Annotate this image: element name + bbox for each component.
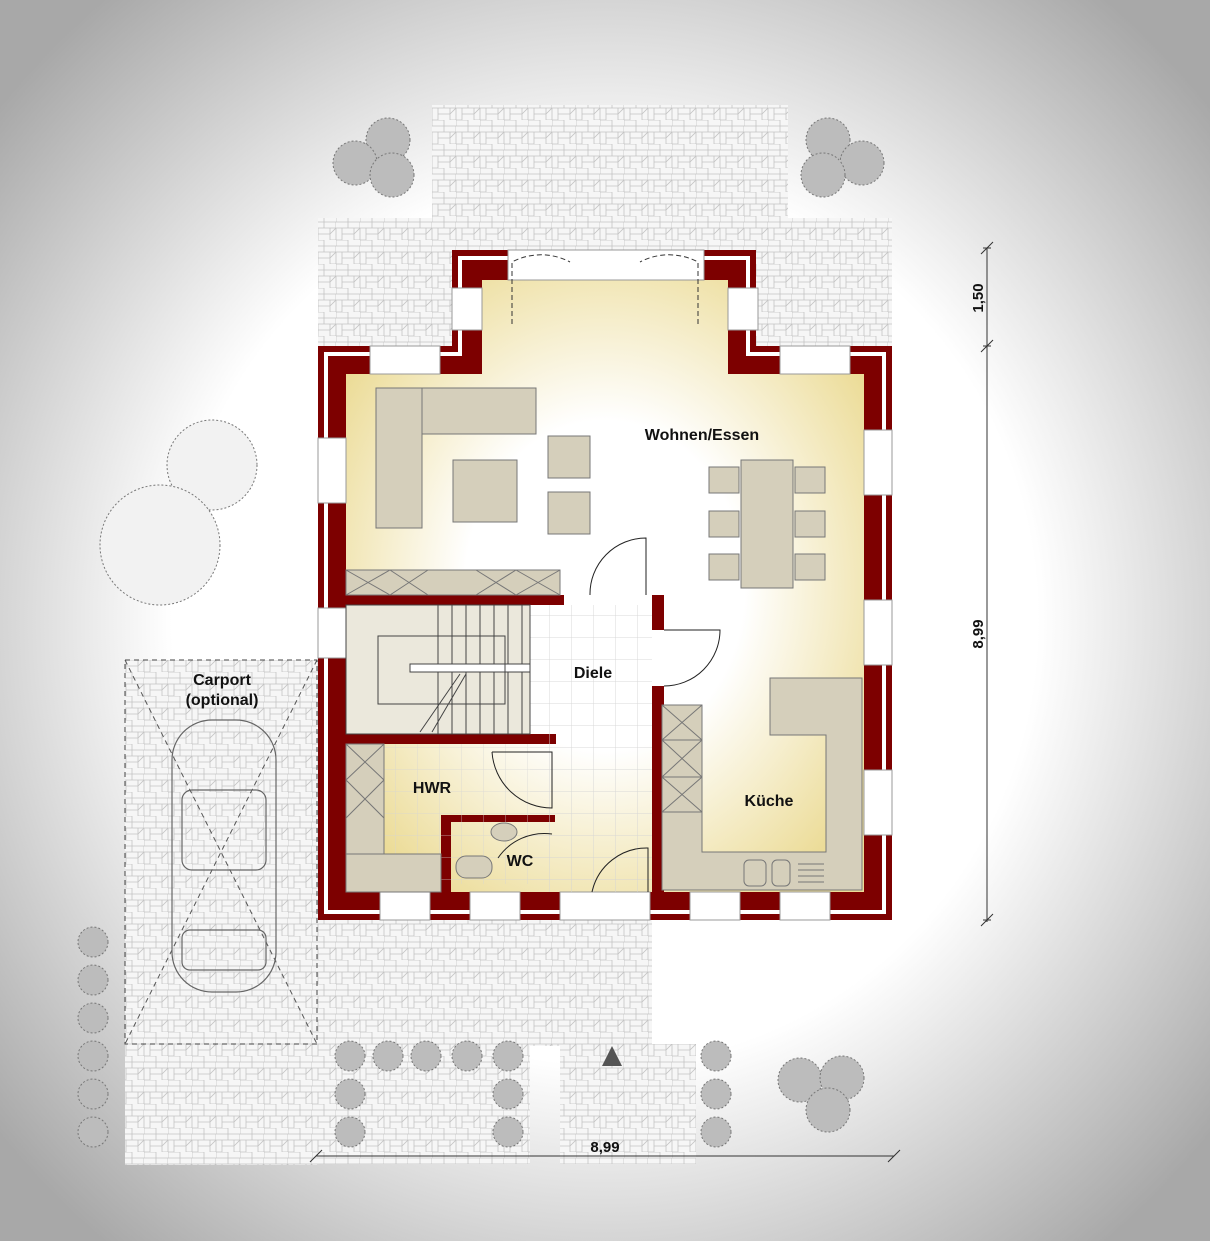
car-icon <box>171 719 277 993</box>
armchair <box>547 435 591 479</box>
sideboard <box>345 569 561 596</box>
paving <box>125 105 892 1165</box>
wc-basin <box>490 822 518 842</box>
carport: Carport (optional) <box>124 659 318 1045</box>
sink <box>743 859 767 887</box>
dimension-lines <box>309 241 994 1163</box>
carport-label: Carport <box>193 672 251 689</box>
doors <box>491 537 721 893</box>
sink <box>771 859 791 887</box>
windows <box>317 249 893 921</box>
room-diele: Diele <box>574 665 612 682</box>
terrace-doors <box>511 254 699 324</box>
stove <box>798 863 824 883</box>
furniture <box>345 387 863 893</box>
room-hwr: HWR <box>413 780 452 797</box>
room-labels: Wohnen/Essen Diele HWR WC Küche <box>413 427 794 870</box>
toilet <box>455 855 493 879</box>
dimension-bay-depth: 1,50 <box>970 283 987 312</box>
north-arrow-icon <box>602 1046 622 1066</box>
staircase <box>345 604 531 735</box>
dimension-depth: 8,99 <box>970 619 987 648</box>
room-wohnen-essen: Wohnen/Essen <box>645 427 759 444</box>
carport-optional-label: (optional) <box>186 692 259 709</box>
room-wc: WC <box>507 853 534 870</box>
dimension-width: 8,99 <box>590 1139 619 1156</box>
dining-table <box>740 459 794 589</box>
armchair <box>547 491 591 535</box>
trees <box>77 117 885 1148</box>
coffee-table <box>452 459 518 523</box>
room-kueche: Küche <box>745 793 794 810</box>
